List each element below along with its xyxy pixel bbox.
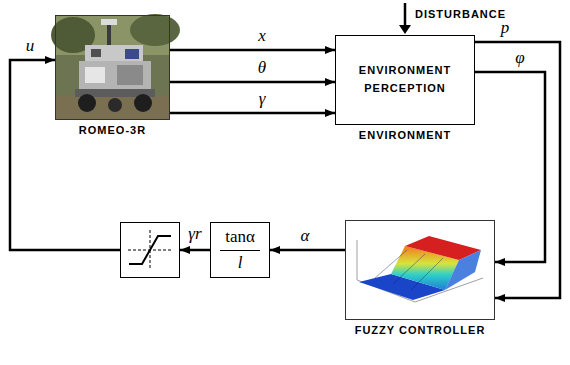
disturbance-arrow xyxy=(399,3,411,34)
signal-name: γ xyxy=(258,89,267,109)
block-caption: ROMEO-3R xyxy=(79,124,146,136)
robot-image-box: ROMEO-3R xyxy=(55,15,170,120)
gain-box: tanα l xyxy=(210,222,270,278)
robot-photo xyxy=(51,14,180,120)
block-caption: ENVIRONMENT xyxy=(359,129,451,141)
signal-name: x xyxy=(257,26,267,46)
block-text: l xyxy=(238,254,243,273)
signal-arrow xyxy=(475,72,545,262)
signal-name: u xyxy=(25,36,36,56)
block-text: ENVIRONMENT PERCEPTION xyxy=(349,62,461,97)
signal-arrow xyxy=(270,249,345,252)
signal-arrow xyxy=(10,60,120,250)
signal-name: α xyxy=(300,226,311,246)
signal-arrow xyxy=(170,112,335,115)
signal-name: θ xyxy=(257,58,267,78)
block-caption: FUZZY CONTROLLER xyxy=(355,324,486,336)
environment-box: ENVIRONMENT PERCEPTIONENVIRONMENT xyxy=(335,35,475,125)
signal-arrow xyxy=(170,81,335,84)
signal-arrow xyxy=(170,49,335,52)
fraction-bar xyxy=(220,250,261,251)
signal-name: p xyxy=(500,18,511,38)
signal-arrow xyxy=(180,249,210,252)
signal-name: γr xyxy=(187,224,202,244)
block-text: tanα xyxy=(225,228,255,247)
signal-arrow xyxy=(475,42,560,298)
fuzzy-controller-box: FUZZY CONTROLLER xyxy=(345,220,495,320)
signal-name: φ xyxy=(514,48,525,68)
saturation-box xyxy=(120,222,180,278)
fuzzy-surface-plot xyxy=(357,236,483,302)
input-label: DISTURBANCE xyxy=(415,8,506,20)
saturation-symbol xyxy=(128,230,172,270)
